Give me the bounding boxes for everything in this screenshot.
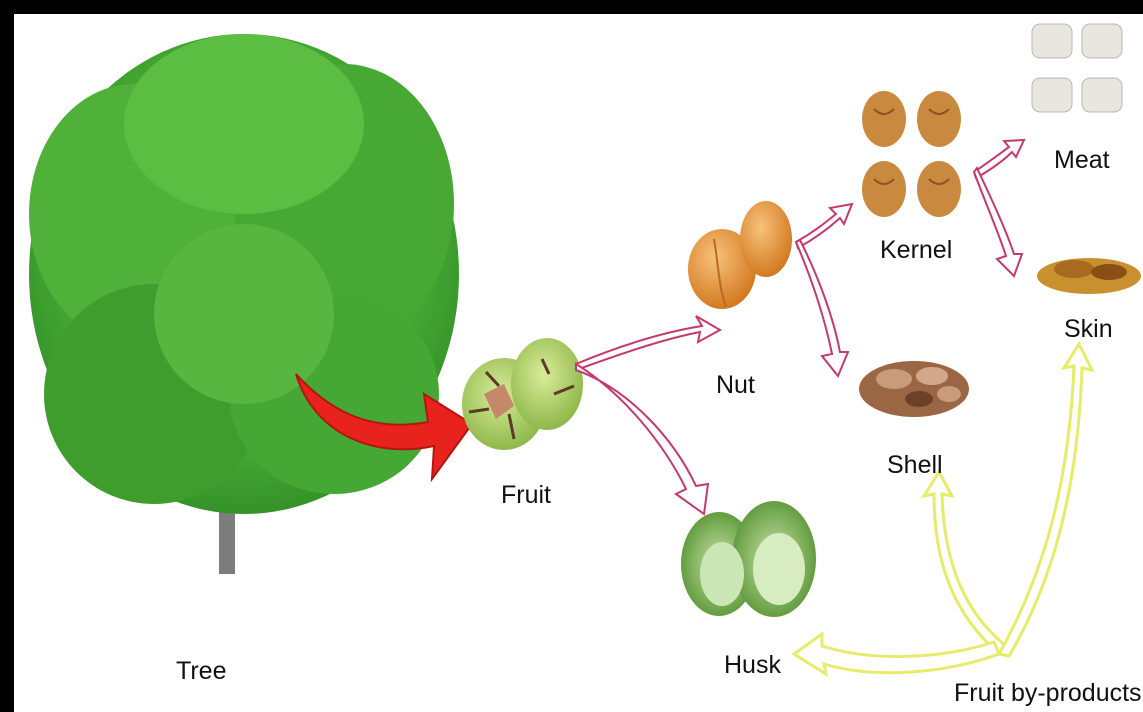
nut-illustration: [688, 201, 792, 309]
kernel-pink-arrows: [974, 140, 1024, 276]
fruit-illustration: [462, 338, 583, 450]
label-fruit: Fruit: [501, 481, 551, 510]
label-husk: Husk: [724, 651, 781, 680]
label-meat: Meat: [1054, 146, 1110, 175]
shell-illustration: [859, 361, 969, 417]
diagram-canvas: Tree Fruit Nut Kernel Meat Skin Shell Hu…: [14, 14, 1143, 712]
label-shell: Shell: [887, 451, 943, 480]
diagram-svg: [14, 14, 1143, 712]
tree-illustration: [29, 34, 459, 574]
label-fruit-by-products: Fruit by-products: [954, 679, 1142, 708]
meat-illustration: [1032, 24, 1122, 112]
label-skin: Skin: [1064, 315, 1113, 344]
nut-pink-arrows: [796, 204, 852, 376]
skin-illustration: [1037, 258, 1141, 294]
label-kernel: Kernel: [880, 236, 952, 265]
label-nut: Nut: [716, 371, 755, 400]
husk-illustration: [681, 501, 816, 617]
kernel-illustration: [862, 91, 961, 217]
fruit-pink-arrows: [576, 316, 720, 514]
label-tree: Tree: [176, 657, 226, 686]
